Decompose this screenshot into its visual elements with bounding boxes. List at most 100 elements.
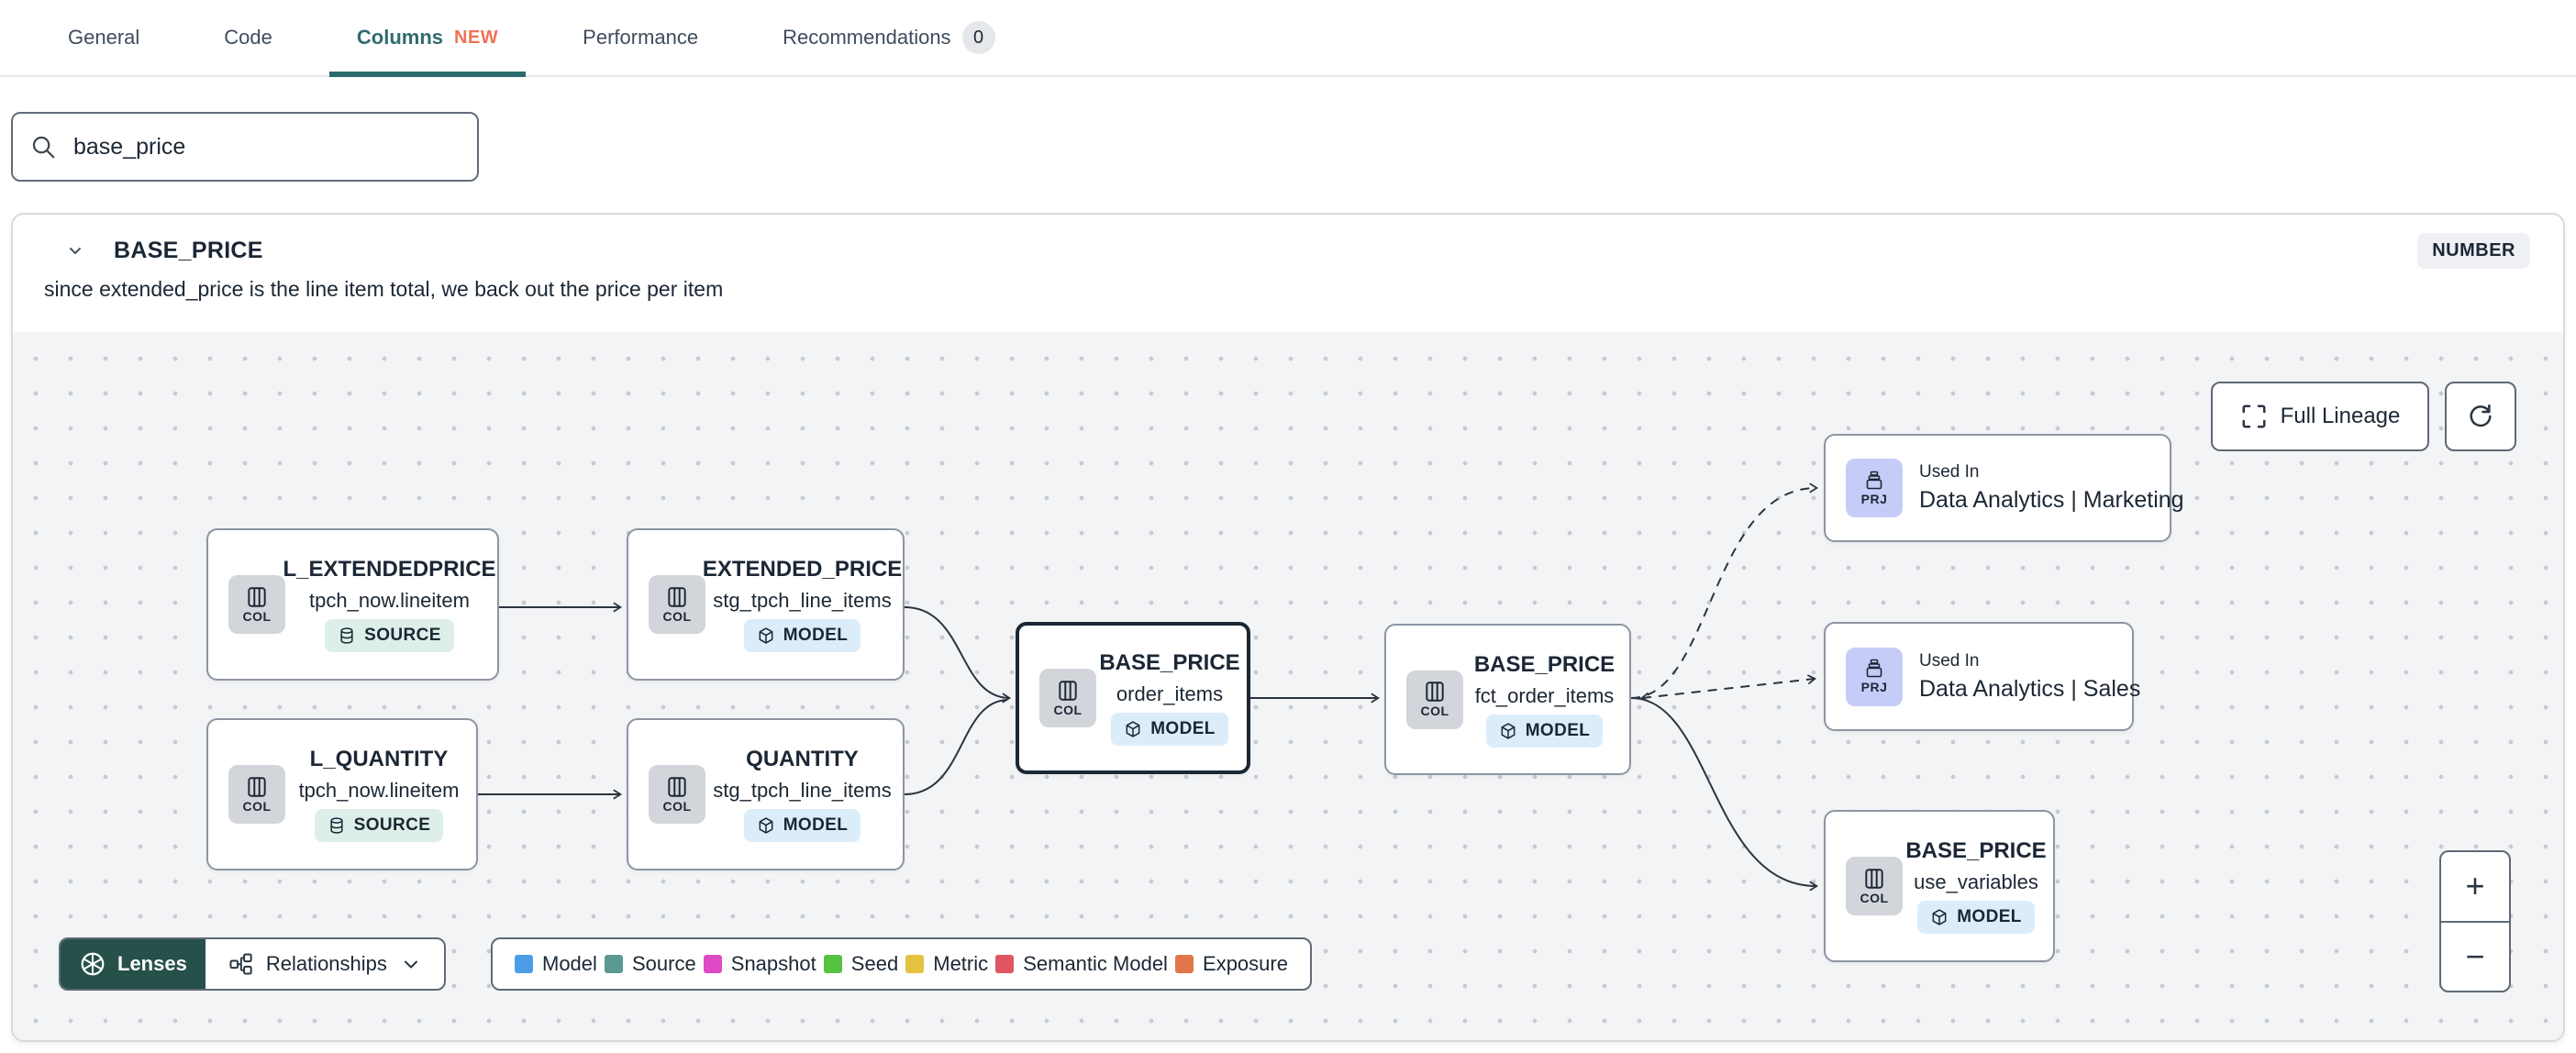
node-text: Used In Data Analytics | Sales — [1919, 651, 2140, 703]
project-chip: PRJ — [1846, 647, 1903, 706]
resource-badge: MODEL — [1111, 713, 1228, 746]
search-input[interactable] — [72, 132, 461, 161]
project-chip: PRJ — [1846, 459, 1903, 517]
columns-icon — [1059, 680, 1077, 701]
resource-badge: SOURCE — [314, 809, 444, 842]
node-subtitle: stg_tpch_line_items — [713, 589, 892, 612]
cube-icon — [759, 817, 773, 834]
chevron-down-icon[interactable] — [64, 239, 86, 261]
lineage-node-base-price-order-items[interactable]: COL BASE_PRICE order_items MODEL — [1016, 622, 1250, 774]
node-text: BASE_PRICE order_items MODEL — [1099, 650, 1240, 746]
chip-label: COL — [242, 798, 272, 814]
node-title: L_QUANTITY — [309, 747, 449, 771]
badge-label: SOURCE — [364, 626, 441, 645]
lineage-node-used-in-sales[interactable]: PRJ Used In Data Analytics | Sales — [1824, 622, 2140, 731]
lineage-node-used-in-marketing[interactable]: PRJ Used In Data Analytics | Marketing — [1824, 434, 2184, 542]
lenses-group: Lenses Relationships — [59, 937, 446, 991]
tab-recommendations[interactable]: Recommendations 0 — [783, 0, 995, 75]
chevron-down-icon — [404, 960, 417, 969]
resource-badge: MODEL — [743, 809, 861, 842]
column-chip: COL — [649, 765, 705, 824]
lineage-node-base-price-use-variables[interactable]: COL BASE_PRICE use_variables MODEL — [1824, 810, 2055, 962]
refresh-icon — [2470, 404, 2492, 427]
node-subtitle: fct_order_items — [1474, 683, 1615, 707]
resource-badge: MODEL — [1917, 901, 2035, 934]
legend-item-exposure: Exposure — [1175, 952, 1288, 976]
column-panel: BASE_PRICE NUMBER since extended_price i… — [11, 213, 2565, 1042]
legend-label: Metric — [933, 952, 989, 975]
column-chip: COL — [228, 575, 285, 634]
zoom-in-button[interactable]: + — [2465, 867, 2485, 905]
cube-icon — [1126, 721, 1140, 737]
badge-label: MODEL — [783, 626, 849, 645]
stack-icon — [1866, 659, 1882, 678]
lineage-node-l-extendedprice[interactable]: COL L_EXTENDEDPRICE tpch_now.lineitem SO… — [206, 528, 499, 681]
chip-label: COL — [1053, 702, 1083, 717]
database-icon — [330, 817, 343, 834]
node-subtitle: tpch_now.lineitem — [298, 779, 460, 802]
tab-columns[interactable]: Columns NEW — [328, 0, 527, 77]
node-subtitle: order_items — [1116, 682, 1224, 705]
legend-item-metric: Metric — [905, 952, 988, 976]
relationships-icon — [229, 953, 252, 975]
tab-code[interactable]: Code — [224, 0, 272, 75]
tab-label: Performance — [583, 26, 699, 49]
lenses-label: Lenses — [117, 952, 187, 975]
lineage-node-l-quantity[interactable]: COL L_QUANTITY tpch_now.lineitem SOURCE — [206, 718, 478, 870]
edge-fct-marketing — [1630, 482, 1819, 699]
database-icon — [340, 627, 353, 644]
zoom-controls: + − — [2439, 850, 2511, 992]
legend-label: Semantic Model — [1023, 952, 1168, 975]
node-subtitle: use_variables — [1914, 870, 2038, 893]
cube-icon — [759, 627, 773, 644]
relationships-dropdown[interactable]: Relationships — [205, 939, 444, 989]
tab-label: Recommendations — [783, 26, 951, 49]
search-icon — [32, 136, 55, 159]
lineage-canvas[interactable]: COL L_EXTENDEDPRICE tpch_now.lineitem SO… — [13, 332, 2563, 1040]
legend-label: Snapshot — [730, 952, 816, 975]
legend-item-semantic-model: Semantic Model — [995, 952, 1168, 976]
node-title: BASE_PRICE — [1905, 838, 2047, 863]
columns-icon — [248, 586, 266, 607]
zoom-out-button[interactable]: − — [2441, 920, 2509, 992]
resource-badge: MODEL — [743, 619, 861, 652]
lineage-legend: Model Source Snapshot Seed Metric Semant… — [491, 937, 1312, 991]
column-panel-header: BASE_PRICE NUMBER — [64, 229, 2530, 272]
full-lineage-label: Full Lineage — [2280, 404, 2401, 428]
badge-label: MODEL — [1525, 720, 1591, 740]
relationships-label: Relationships — [265, 952, 387, 975]
tab-general[interactable]: General — [68, 0, 139, 75]
legend-swatch — [905, 955, 925, 973]
resource-badge: MODEL — [1485, 714, 1604, 748]
fullscreen-icon — [2242, 405, 2266, 428]
column-search — [11, 112, 479, 182]
columns-icon — [668, 586, 686, 607]
columns-icon — [248, 776, 266, 797]
edge-fct-sales — [1639, 674, 1817, 703]
count-badge: 0 — [961, 21, 995, 54]
tab-bar: General Code Columns NEW Performance Rec… — [0, 0, 2576, 77]
refresh-button[interactable] — [2445, 382, 2516, 451]
node-text: EXTENDED_PRICE stg_tpch_line_items MODEL — [703, 557, 902, 652]
full-lineage-button[interactable]: Full Lineage — [2211, 382, 2429, 451]
used-in-label: Used In — [1919, 462, 1980, 482]
edge-extendedprice-baseprice — [904, 606, 1012, 704]
lineage-node-base-price-fct-order-items[interactable]: COL BASE_PRICE fct_order_items MODEL — [1384, 624, 1631, 775]
column-chip: COL — [649, 575, 705, 634]
column-description: since extended_price is the line item to… — [44, 277, 724, 301]
lineage-edges — [478, 482, 1819, 892]
legend-item-seed: Seed — [823, 952, 898, 976]
badge-label: MODEL — [1150, 719, 1216, 738]
legend-swatch — [515, 955, 533, 973]
tab-performance[interactable]: Performance — [583, 0, 698, 75]
badge-label: MODEL — [783, 815, 849, 835]
chip-label: COL — [662, 608, 692, 624]
edge-quantity-baseprice — [904, 699, 1008, 795]
columns-icon — [1865, 868, 1883, 889]
resource-badge: SOURCE — [325, 619, 454, 652]
lenses-button[interactable]: Lenses — [61, 939, 205, 989]
lineage-node-extended-price[interactable]: COL EXTENDED_PRICE stg_tpch_line_items M… — [627, 528, 905, 681]
lineage-node-quantity[interactable]: COL QUANTITY stg_tpch_line_items MODEL — [627, 718, 905, 870]
legend-item-snapshot: Snapshot — [703, 952, 816, 976]
